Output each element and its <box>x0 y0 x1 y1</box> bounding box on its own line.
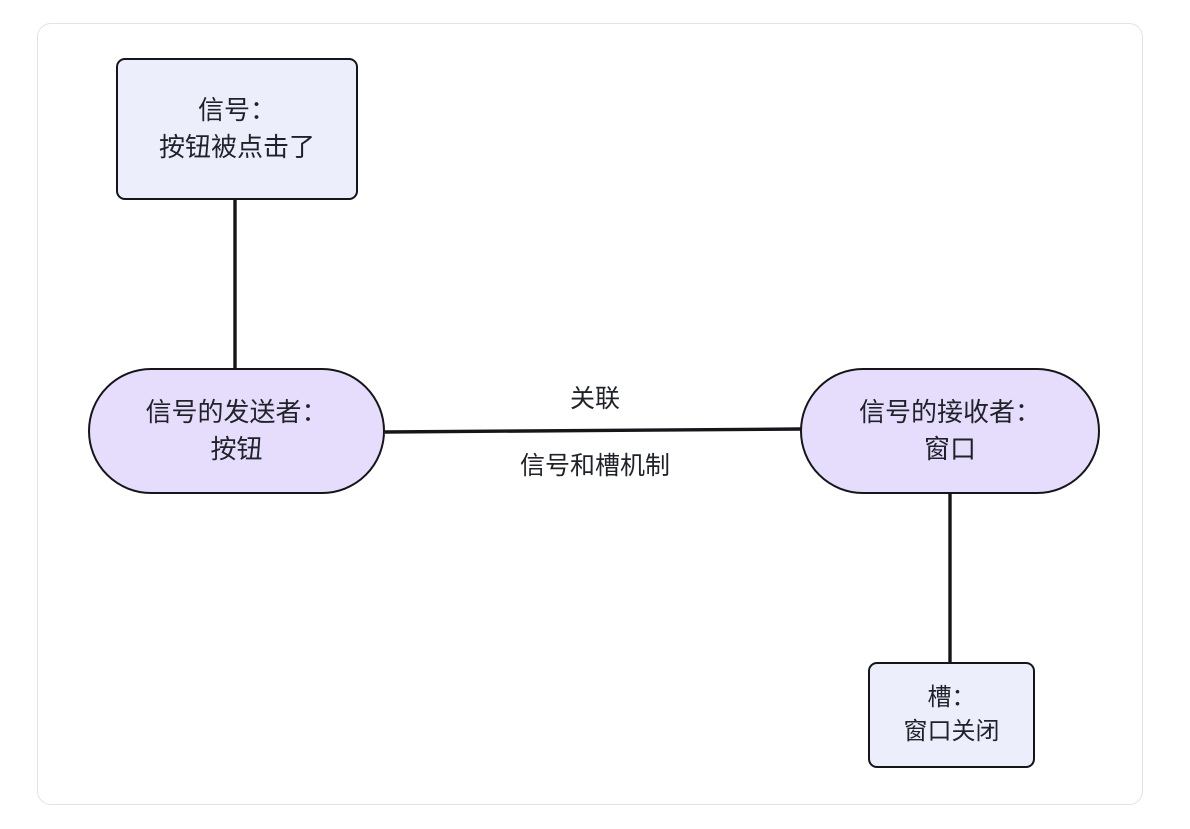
edge-label-association-bottom: 信号和槽机制 <box>519 452 670 480</box>
node-receiver-line1: 信号的接收者： <box>858 397 1041 428</box>
node-signal-line1: 信号： <box>197 95 276 126</box>
node-receiver[interactable]: 信号的接收者： 窗口 <box>800 368 1100 494</box>
node-slot-line1: 槽： <box>927 683 976 711</box>
node-signal-line2: 按钮被点击了 <box>158 132 315 162</box>
node-slot[interactable]: 槽： 窗口关闭 <box>868 662 1035 768</box>
node-sender-line1: 信号的发送者： <box>145 397 328 428</box>
node-receiver-line2: 窗口 <box>923 434 976 464</box>
node-sender-line2: 按钮 <box>210 434 263 464</box>
edge-label-association-top: 关联 <box>569 385 620 413</box>
node-signal[interactable]: 信号： 按钮被点击了 <box>116 58 358 200</box>
node-slot-line2: 窗口关闭 <box>903 718 1000 745</box>
node-sender[interactable]: 信号的发送者： 按钮 <box>88 368 385 494</box>
